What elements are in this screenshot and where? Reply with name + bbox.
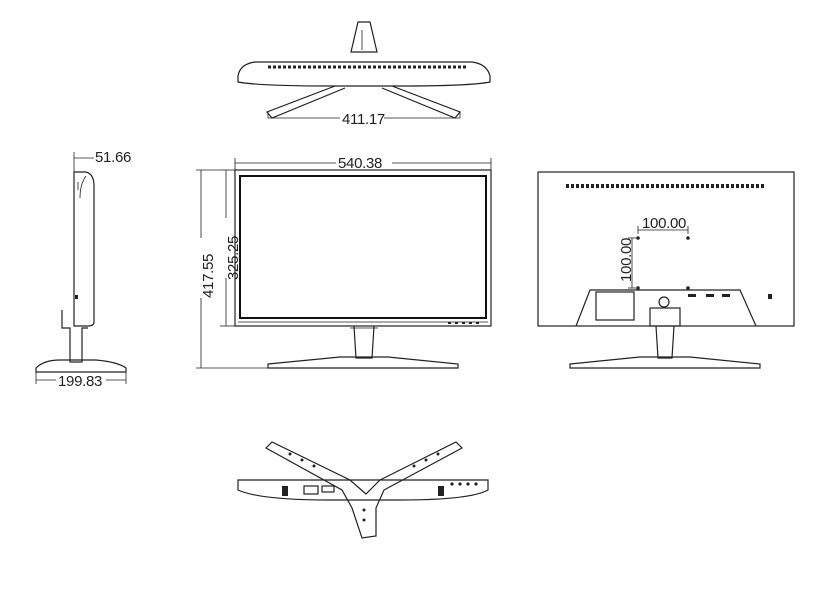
front-buttons <box>448 322 479 324</box>
dim-front-total-height: 417.55 <box>200 254 217 298</box>
dim-side-base: 199.83 <box>58 373 102 390</box>
dim-side-panel: 51.66 <box>95 149 131 166</box>
dim-top-width: 411.17 <box>342 111 385 128</box>
top-view: 411.17 <box>237 21 491 128</box>
dim-front-screen-height: 325.25 <box>225 236 242 280</box>
dim-vesa-horizontal: 100.00 <box>642 215 686 232</box>
rear-ports <box>688 294 772 299</box>
bottom-view <box>237 441 489 539</box>
front-view: 540.38 325.25 417.55 <box>196 155 492 369</box>
dim-vesa-vertical: 100.00 <box>618 238 635 282</box>
rear-view: 100.00 100.00 <box>537 171 795 369</box>
bottom-ports <box>303 482 478 495</box>
side-view: 51.66 199.83 <box>35 149 131 390</box>
dim-front-width: 540.38 <box>338 155 382 172</box>
stand-dots <box>288 452 440 522</box>
